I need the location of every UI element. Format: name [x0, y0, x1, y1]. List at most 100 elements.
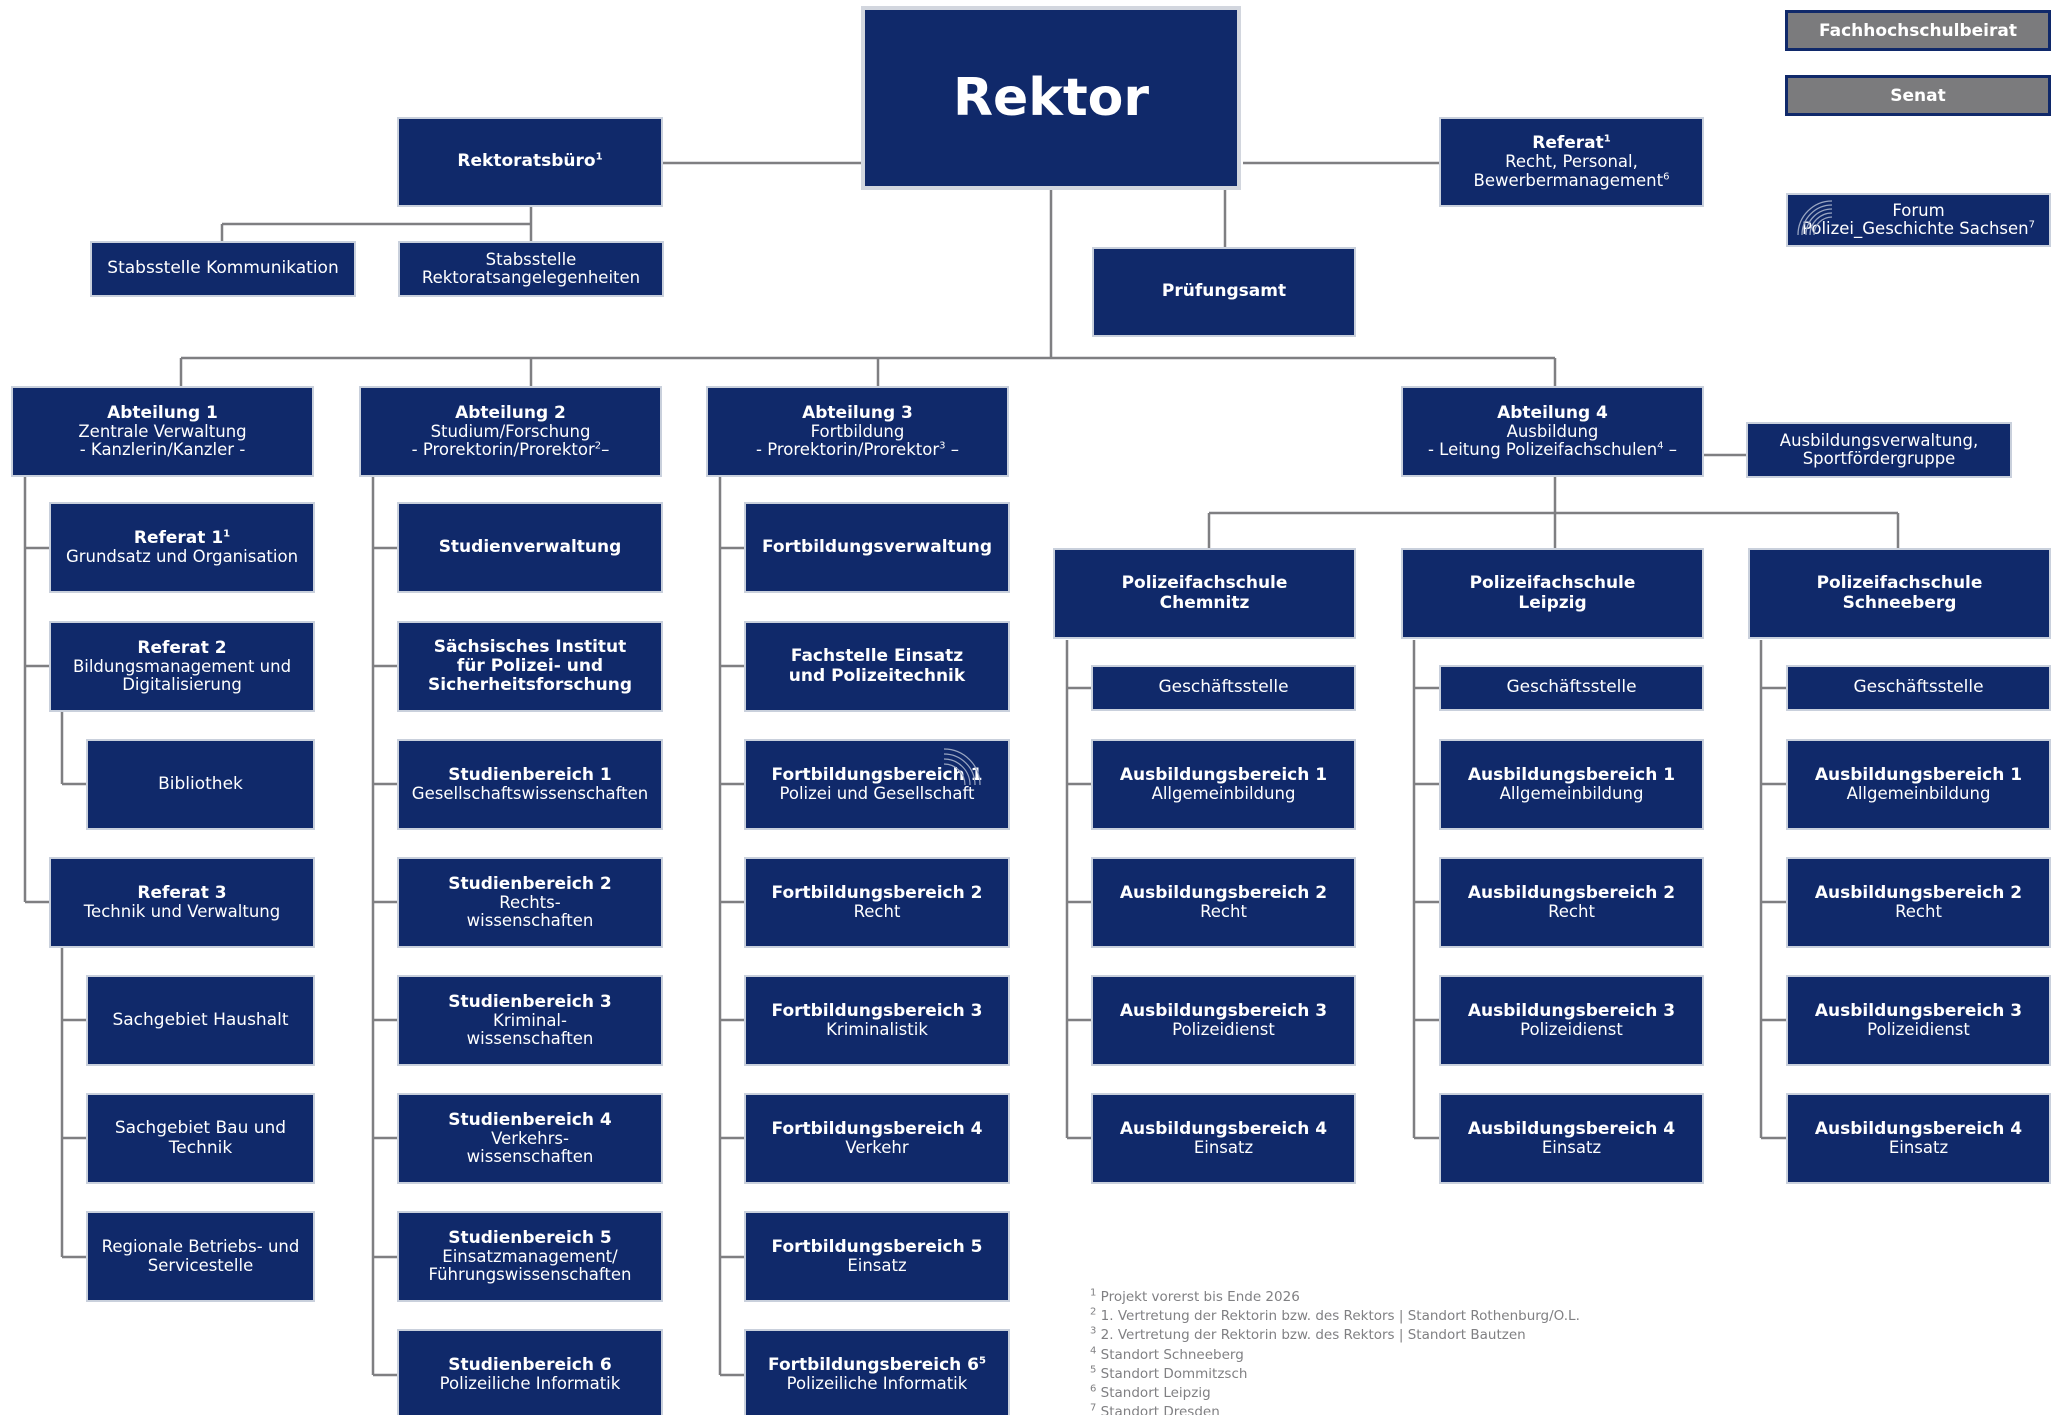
referat-2-box: Referat 2 Bildungsmanagement und Digital… — [49, 621, 315, 712]
studienbereich-5-line-1: Einsatzmanagement/ — [442, 1246, 618, 1266]
abteilung-3-box: Abteilung 3 Fortbildung - Prorektorin/Pr… — [706, 386, 1009, 477]
referat-3-title: Referat 3 — [137, 882, 227, 903]
fortbildungsbereich-1-line: Polizei und Gesellschaft — [779, 783, 975, 803]
leipzig-ausbildungsbereich-2-line: Recht — [1548, 901, 1595, 921]
regionale-servicestelle-line-2: Servicestelle — [147, 1255, 254, 1275]
abteilung-2-box: Abteilung 2 Studium/Forschung - Prorekto… — [359, 386, 662, 477]
studienbereich-1-title: Studienbereich 1 — [448, 764, 612, 785]
footnote-3: 3 2. Vertretung der Rektorin bzw. des Re… — [1090, 1325, 1526, 1344]
pruefungsamt-label: Prüfungsamt — [1161, 281, 1287, 302]
stabsstelle-rektorat-box: Stabsstelle Rektoratsangelegenheiten — [398, 241, 664, 297]
schneeberg-ausbildungsbereich-4-title: Ausbildungsbereich 4 — [1814, 1118, 2023, 1139]
ausbildungsverwaltung-line-1: Ausbildungsverwaltung, — [1779, 430, 1979, 450]
studienbereich-6-box: Studienbereich 6 Polizeiliche Informatik — [397, 1329, 663, 1415]
polizeifachschule-schneeberg-city: Schneeberg — [1842, 592, 1957, 613]
leipzig-ausbildungsbereich-2-box: Ausbildungsbereich 2 Recht — [1439, 857, 1704, 948]
regionale-servicestelle-line-1: Regionale Betriebs- und — [101, 1237, 300, 1257]
rektor-title: Rektor — [952, 67, 1150, 128]
bibliothek-box: Bibliothek — [86, 739, 315, 830]
abteilung-4-box: Abteilung 4 Ausbildung - Leitung Polizei… — [1401, 386, 1704, 477]
fortbildungsbereich-1-arcs-icon — [943, 748, 981, 786]
schneeberg-ausbildungsbereich-1-title: Ausbildungsbereich 1 — [1814, 764, 2023, 785]
bibliothek-label: Bibliothek — [158, 773, 243, 794]
schneeberg-ausbildungsbereich-3-title: Ausbildungsbereich 3 — [1814, 1000, 2023, 1021]
schneeberg-ausbildungsbereich-1-line: Allgemeinbildung — [1846, 783, 1991, 803]
leipzig-ausbildungsbereich-3-box: Ausbildungsbereich 3 Polizeidienst — [1439, 975, 1704, 1066]
schneeberg-ausbildungsbereich-2-line: Recht — [1895, 901, 1942, 921]
abteilung-3-line-2: - Prorektorin/Prorektor — [756, 440, 940, 460]
abteilung-1-box: Abteilung 1 Zentrale Verwaltung - Kanzle… — [11, 386, 314, 477]
fortbildungsverwaltung-label: Fortbildungsverwaltung — [761, 536, 993, 557]
abteilung-3-line-1: Fortbildung — [810, 421, 905, 441]
fortbildungsbereich-6-title: Fortbildungsbereich 6 — [768, 1354, 979, 1375]
rektoratsbuero-box: Rektoratsbüro1 — [397, 117, 663, 207]
referat-3-line: Technik und Verwaltung — [83, 901, 281, 921]
rektoratsbuero-label: Rektoratsbüro — [457, 151, 596, 172]
regionale-servicestelle-box: Regionale Betriebs- und Servicestelle — [86, 1211, 315, 1302]
studienbereich-3-title: Studienbereich 3 — [448, 991, 612, 1012]
institut-box: Sächsisches Institut für Polizei- und Si… — [397, 621, 663, 712]
leipzig-ausbildungsbereich-2-title: Ausbildungsbereich 2 — [1467, 882, 1676, 903]
abteilung-1-line-2: - Kanzlerin/Kanzler - — [79, 440, 246, 460]
chemnitz-ausbildungsbereich-1-line: Allgemeinbildung — [1151, 783, 1296, 803]
fortbildungsbereich-3-line: Kriminalistik — [826, 1019, 928, 1039]
referat-2-line-1: Bildungsmanagement und — [72, 656, 292, 676]
ausbildungsverwaltung-box: Ausbildungsverwaltung, Sportfördergruppe — [1746, 422, 2012, 478]
studienbereich-6-title: Studienbereich 6 — [448, 1354, 612, 1375]
referat-recht-line-1: Recht, Personal, — [1505, 152, 1638, 172]
fortbildungsbereich-5-box: Fortbildungsbereich 5 Einsatz — [744, 1211, 1010, 1302]
sachgebiet-bau-label: Sachgebiet Bau und Technik — [114, 1118, 287, 1158]
forum-box: Forum Polizei_Geschichte Sachsen7 — [1786, 193, 2051, 247]
leipzig-geschaeftsstelle-box: Geschäftsstelle — [1439, 665, 1704, 711]
leipzig-geschaeftsstelle-label: Geschäftsstelle — [1506, 677, 1637, 698]
footnote-1: 1 Projekt vorerst bis Ende 2026 — [1090, 1287, 1300, 1305]
fachstelle-line-1: Fachstelle Einsatz — [790, 646, 964, 667]
chemnitz-ausbildungsbereich-4-line: Einsatz — [1193, 1137, 1254, 1157]
polizeifachschule-leipzig-city: Leipzig — [1518, 592, 1587, 613]
leipzig-ausbildungsbereich-4-box: Ausbildungsbereich 4 Einsatz — [1439, 1093, 1704, 1184]
fortbildungsbereich-2-title: Fortbildungsbereich 2 — [771, 882, 983, 903]
schneeberg-ausbildungsbereich-4-box: Ausbildungsbereich 4 Einsatz — [1786, 1093, 2051, 1184]
fortbildungsbereich-4-title: Fortbildungsbereich 4 — [771, 1118, 983, 1139]
studienbereich-3-box: Studienbereich 3 Kriminal- wissenschafte… — [397, 975, 663, 1066]
studienbereich-4-title: Studienbereich 4 — [448, 1109, 612, 1130]
abteilung-2-line-1: Studium/Forschung — [430, 421, 591, 441]
studienbereich-5-title: Studienbereich 5 — [448, 1227, 612, 1248]
schneeberg-ausbildungsbereich-4-line: Einsatz — [1888, 1137, 1949, 1157]
fachhochschulbeirat-label: Fachhochschulbeirat — [1819, 20, 2017, 41]
polizeifachschule-schneeberg-box: Polizeifachschule Schneeberg — [1748, 548, 2051, 639]
footnote-7: 7 Standort Dresden — [1090, 1402, 1220, 1415]
fachhochschulbeirat-box: Fachhochschulbeirat — [1785, 10, 2051, 51]
ausbildungsverwaltung-line-2: Sportfördergruppe — [1802, 449, 1956, 468]
referat-recht-title: Referat — [1532, 133, 1604, 154]
referat-1-box: Referat 11 Grundsatz und Organisation — [49, 502, 315, 593]
fortbildungsbereich-2-line: Recht — [853, 901, 901, 921]
schneeberg-ausbildungsbereich-2-title: Ausbildungsbereich 2 — [1814, 882, 2023, 903]
chemnitz-ausbildungsbereich-2-box: Ausbildungsbereich 2 Recht — [1091, 857, 1356, 948]
referat-1-line: Grundsatz und Organisation — [65, 546, 299, 566]
studienbereich-3-line-2: wissenschaften — [466, 1029, 594, 1049]
chemnitz-ausbildungsbereich-4-box: Ausbildungsbereich 4 Einsatz — [1091, 1093, 1356, 1184]
abteilung-2-title: Abteilung 2 — [455, 402, 566, 423]
senat-label: Senat — [1890, 85, 1946, 106]
chemnitz-ausbildungsbereich-4-title: Ausbildungsbereich 4 — [1119, 1118, 1328, 1139]
referat-2-title: Referat 2 — [137, 637, 227, 658]
pruefungsamt-box: Prüfungsamt — [1092, 247, 1356, 337]
fortbildungsbereich-6-box: Fortbildungsbereich 65 Polizeiliche Info… — [744, 1329, 1010, 1415]
studienbereich-5-box: Studienbereich 5 Einsatzmanagement/ Führ… — [397, 1211, 663, 1302]
polizeifachschule-chemnitz-city: Chemnitz — [1159, 592, 1250, 613]
forum-logo-arcs-icon — [1797, 200, 1833, 236]
institut-line-1: Sächsisches Institut — [433, 636, 627, 657]
abteilung-1-title: Abteilung 1 — [107, 402, 218, 423]
polizeifachschule-leipzig-box: Polizeifachschule Leipzig — [1401, 548, 1704, 639]
fortbildungsbereich-2-box: Fortbildungsbereich 2 Recht — [744, 857, 1010, 948]
referat-recht-line-2: Bewerbermanagement — [1473, 170, 1664, 190]
leipzig-ausbildungsbereich-3-title: Ausbildungsbereich 3 — [1467, 1000, 1676, 1021]
fortbildungsbereich-5-title: Fortbildungsbereich 5 — [771, 1236, 983, 1257]
studienbereich-1-box: Studienbereich 1 Gesellschaftswissenscha… — [397, 739, 663, 830]
chemnitz-ausbildungsbereich-1-title: Ausbildungsbereich 1 — [1119, 764, 1328, 785]
chemnitz-ausbildungsbereich-3-title: Ausbildungsbereich 3 — [1119, 1000, 1328, 1021]
studienverwaltung-label: Studienverwaltung — [438, 536, 622, 557]
